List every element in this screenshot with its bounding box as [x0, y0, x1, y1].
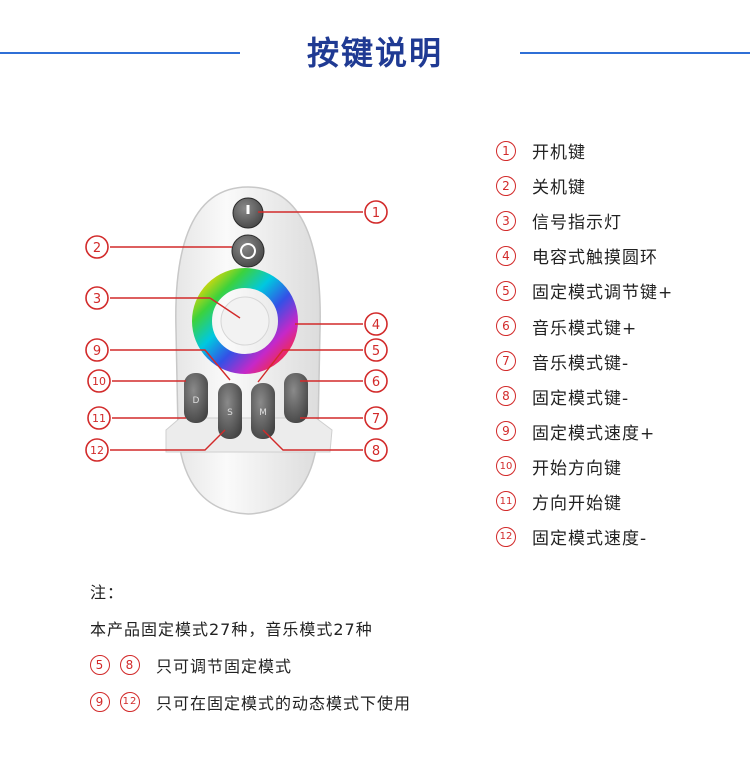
- legend-text: 关机键: [532, 178, 586, 199]
- legend-text: 信号指示灯: [532, 213, 622, 234]
- legend-text: 固定模式键-: [532, 388, 630, 409]
- notes-section: 注： 本产品固定模式27种，音乐模式27种 5 8 只可调节固定模式 9 12 …: [90, 572, 411, 720]
- svg-text:10: 10: [92, 375, 106, 388]
- legend-item: 3 信号指示灯: [496, 203, 673, 238]
- legend-number: 11: [496, 491, 516, 512]
- callout-2: 2: [85, 235, 109, 259]
- legend-item: 6 音乐模式键+: [496, 308, 673, 343]
- legend-item: 8 固定模式键-: [496, 379, 673, 414]
- note-text: 只可在固定模式的动态模式下使用: [156, 693, 412, 713]
- legend-text: 固定模式速度+: [532, 423, 656, 444]
- dpad-label-m: M: [259, 408, 267, 418]
- dpad-label-d: D: [193, 396, 200, 406]
- note-number: 8: [120, 654, 140, 675]
- legend-item: 12 固定模式速度-: [496, 519, 673, 554]
- svg-text:1: 1: [372, 206, 380, 221]
- direction-button-right: [284, 373, 308, 423]
- leader-9: [110, 349, 231, 381]
- svg-text:3: 3: [93, 292, 101, 307]
- header-rule-left: [0, 52, 240, 54]
- legend-text: 音乐模式键+: [532, 318, 638, 339]
- legend-text: 固定模式调节键+: [532, 283, 674, 304]
- legend-item: 1 开机键: [496, 133, 673, 168]
- legend-number: 12: [496, 526, 516, 547]
- svg-text:5: 5: [372, 344, 380, 359]
- legend-item: 4 电容式触摸圆环: [496, 238, 673, 273]
- note-number: 9: [90, 691, 110, 712]
- legend-text: 方向开始键: [532, 493, 622, 514]
- leader-5: [257, 349, 363, 383]
- callout-10: 10: [87, 369, 111, 393]
- touch-color-ring: [192, 268, 298, 374]
- svg-text:11: 11: [92, 412, 106, 425]
- legend-number: 8: [496, 386, 516, 407]
- legend-number: 6: [496, 316, 516, 337]
- svg-text:6: 6: [372, 375, 380, 390]
- leader-12: [110, 429, 226, 451]
- signal-indicator-light: [220, 296, 270, 346]
- notes-line-3: 9 12 只可在固定模式的动态模式下使用: [90, 683, 411, 720]
- svg-text:12: 12: [90, 444, 104, 457]
- power-off-button: [231, 234, 265, 268]
- legend-item: 9 固定模式速度+: [496, 414, 673, 449]
- legend-item: 11 方向开始键: [496, 484, 673, 519]
- note-number: 12: [120, 691, 140, 712]
- callout-11: 11: [87, 406, 111, 430]
- power-off-glyph: [240, 243, 256, 259]
- svg-text:8: 8: [372, 444, 380, 459]
- diagram-callouts: 1 2 3 4 9 5 10 6 11 7 12 8: [85, 200, 388, 462]
- legend-text: 开机键: [532, 143, 586, 164]
- callout-6: 6: [364, 369, 388, 393]
- legend-number: 4: [496, 245, 516, 266]
- legend-number: 7: [496, 351, 516, 372]
- callout-5: 5: [364, 338, 388, 362]
- legend-number: 2: [496, 175, 516, 196]
- legend-item: 7 音乐模式键-: [496, 344, 673, 379]
- legend-text: 固定模式速度-: [532, 529, 648, 550]
- remote-lower-shell: [165, 417, 333, 453]
- legend-number: 1: [496, 140, 516, 161]
- callout-12: 12: [85, 438, 109, 462]
- legend-number: 5: [496, 280, 516, 301]
- svg-text:2: 2: [93, 241, 101, 256]
- note-number: 5: [90, 654, 110, 675]
- svg-text:4: 4: [372, 318, 380, 333]
- legend-number: 3: [496, 210, 516, 231]
- callout-7: 7: [364, 406, 388, 430]
- legend-text: 音乐模式键-: [532, 353, 630, 374]
- callout-4: 4: [364, 312, 388, 336]
- legend-number: 9: [496, 421, 516, 442]
- legend-number: 10: [496, 456, 516, 477]
- notes-heading: 注：: [90, 582, 125, 602]
- callout-9: 9: [85, 338, 109, 362]
- legend-item: 5 固定模式调节键+: [496, 273, 673, 308]
- direction-button-left: [184, 373, 208, 423]
- legend-item: 10 开始方向键: [496, 449, 673, 484]
- leader-3b: [209, 297, 241, 319]
- notes-line-2: 5 8 只可调节固定模式: [90, 646, 411, 683]
- legend-text: 电容式触摸圆环: [532, 248, 658, 269]
- leader-8: [262, 429, 363, 451]
- svg-text:7: 7: [372, 412, 380, 427]
- note-text: 只可调节固定模式: [156, 656, 293, 676]
- legend-text: 开始方向键: [532, 458, 622, 479]
- callout-1: 1: [364, 200, 388, 224]
- page-title: 按键说明: [306, 34, 443, 72]
- legend-item: 2 关机键: [496, 168, 673, 203]
- power-on-glyph: [246, 205, 250, 214]
- svg-text:9: 9: [93, 344, 101, 359]
- callout-3: 3: [85, 286, 109, 310]
- callout-8: 8: [364, 438, 388, 462]
- button-legend: 1 开机键 2 关机键 3 信号指示灯 4 电容式触摸圆环 5 固定模式调节键+ 6 音乐模…: [496, 133, 673, 554]
- dpad-label-s: S: [227, 408, 233, 418]
- notes-line-1: 本产品固定模式27种，音乐模式27种: [90, 619, 373, 639]
- header-rule-right: [520, 52, 750, 54]
- music-mode-button-m: [251, 383, 275, 439]
- fixed-mode-button-s: [218, 383, 242, 439]
